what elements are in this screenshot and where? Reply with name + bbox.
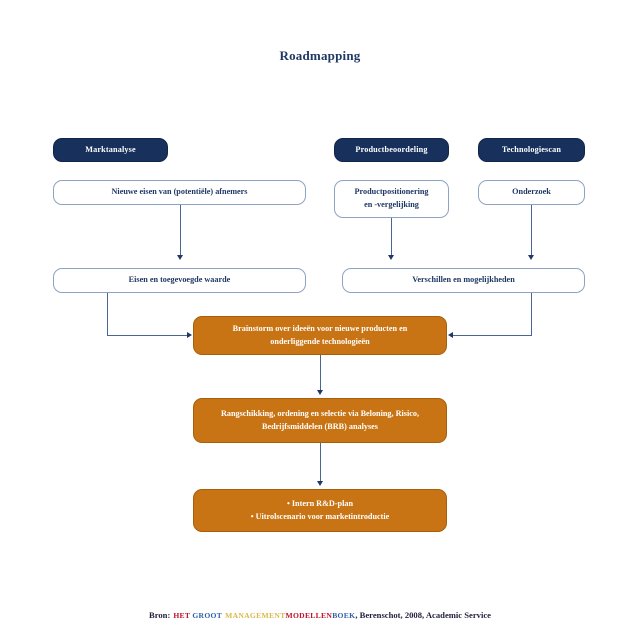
connector-productpositionering-to-verschillen (391, 218, 392, 257)
footer-book-groot: GROOT (192, 611, 223, 620)
node-rangschikking-line1: Rangschikking, ordening en selectie via … (220, 408, 420, 418)
connector-nieuwe-eisen-to-eisen (180, 205, 181, 257)
connector-verschillen-to-brainstorm-vertical (531, 293, 532, 336)
node-rangschikking-label: Rangschikking, ordening en selectie via … (200, 408, 440, 433)
node-uitkomsten-line2: • Uitrolscenario voor marketintroductie (250, 511, 390, 521)
arrowhead-brainstorm-to-rangschikking (316, 390, 323, 395)
connector-eisen-to-brainstorm-horizontal (107, 335, 187, 336)
connector-verschillen-to-brainstorm-horizontal (453, 335, 531, 336)
node-uitkomsten-line1: • Intern R&D-plan (286, 498, 354, 508)
footer-book-het: HET (173, 611, 193, 620)
node-productpositionering-line2: en -vergelijking (364, 200, 419, 209)
arrowhead-rangschikking-to-uitkomsten (316, 481, 323, 486)
connector-brainstorm-to-rangschikking (320, 355, 321, 392)
node-onderzoek-label: Onderzoek (512, 187, 551, 197)
footer-book-management: MANAGEMENT (225, 611, 286, 620)
footer-book-boek: BOEK (332, 611, 356, 620)
node-header-marktanalyse[interactable]: Marktanalyse (53, 138, 168, 162)
node-brainstorm-line2: onderliggende technologieën (270, 336, 370, 346)
node-header-productbeoordeling-label: Productbeoordeling (355, 144, 428, 154)
node-eisen-toegevoegde-waarde[interactable]: Eisen en toegevoegde waarde (53, 268, 306, 293)
page-title: Roadmapping (279, 48, 361, 63)
node-header-technologiescan-label: Technologiescan (501, 144, 562, 154)
arrowhead-productpositionering-to-verschillen (387, 255, 394, 260)
footer-prefix: Bron: (148, 610, 171, 620)
node-nieuwe-eisen[interactable]: Nieuwe eisen van (potentiële) afnemers (53, 180, 306, 205)
arrowhead-nieuwe-eisen-to-eisen (176, 255, 183, 260)
arrowhead-eisen-to-brainstorm (187, 332, 192, 339)
node-productpositionering-label: Productpositionering en -vergelijking (341, 186, 442, 211)
node-brainstorm-line1: Brainstorm over ideeën voor nieuwe produ… (232, 323, 408, 333)
node-rangschikking-line2: Bedrijfsmiddelen (BRB) analyses (262, 421, 378, 431)
node-verschillen-mogelijkheden[interactable]: Verschillen en mogelijkheden (342, 268, 585, 293)
node-brainstorm[interactable]: Brainstorm over ideeën voor nieuwe produ… (193, 316, 447, 355)
node-header-marktanalyse-label: Marktanalyse (85, 144, 136, 154)
footer-book-modellen: MODELLEN (285, 611, 333, 620)
arrowhead-verschillen-to-brainstorm (447, 332, 453, 339)
node-productpositionering[interactable]: Productpositionering en -vergelijking (334, 180, 449, 218)
node-eisen-toegevoegde-waarde-label: Eisen en toegevoegde waarde (128, 275, 231, 285)
connector-eisen-to-brainstorm-vertical (107, 293, 108, 336)
node-onderzoek[interactable]: Onderzoek (478, 180, 585, 205)
node-nieuwe-eisen-label: Nieuwe eisen van (potentiële) afnemers (111, 187, 248, 197)
connector-onderzoek-to-verschillen (531, 205, 532, 257)
footer-suffix: , Berenschot, 2008, Academic Service (355, 610, 491, 620)
node-header-technologiescan[interactable]: Technologiescan (478, 138, 585, 162)
node-uitkomsten-label: • Intern R&D-plan • Uitrolscenario voor … (200, 498, 440, 523)
node-uitkomsten[interactable]: • Intern R&D-plan • Uitrolscenario voor … (193, 489, 447, 532)
node-productpositionering-line1: Productpositionering (354, 187, 429, 197)
arrowhead-onderzoek-to-verschillen (527, 255, 534, 260)
node-rangschikking[interactable]: Rangschikking, ordening en selectie via … (193, 398, 447, 443)
node-brainstorm-label: Brainstorm over ideeën voor nieuwe produ… (200, 323, 440, 348)
node-header-productbeoordeling[interactable]: Productbeoordeling (334, 138, 449, 162)
connector-rangschikking-to-uitkomsten (320, 443, 321, 483)
node-verschillen-mogelijkheden-label: Verschillen en mogelijkheden (412, 275, 515, 285)
